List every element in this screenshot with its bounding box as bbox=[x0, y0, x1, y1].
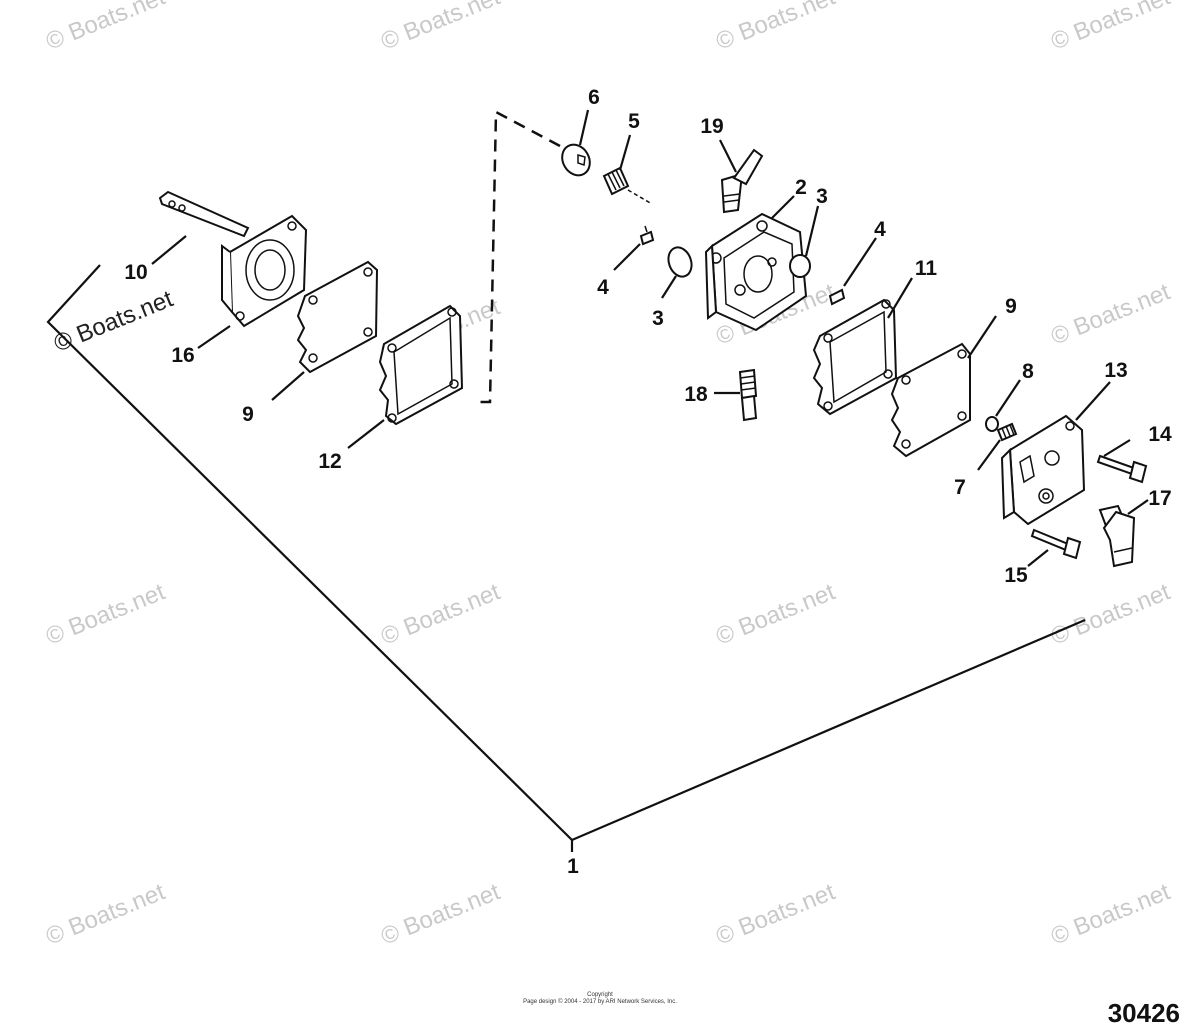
callout-5: 5 bbox=[628, 110, 640, 133]
copyright-line-2: Page design © 2004 - 2017 by ARI Network… bbox=[523, 998, 677, 1005]
part-check-valve-left bbox=[639, 225, 655, 246]
watermark: © Boats.net bbox=[712, 878, 839, 950]
part-straight-fitting bbox=[738, 368, 758, 422]
watermark: © Boats.net bbox=[1047, 278, 1174, 350]
figure-number: 30426 bbox=[1108, 998, 1180, 1028]
callout-16: 16 bbox=[171, 344, 194, 367]
watermark: © Boats.net bbox=[377, 578, 504, 650]
watermark: © Boats.net bbox=[1047, 878, 1174, 950]
callout-11: 11 bbox=[915, 257, 938, 280]
callout-7: 7 bbox=[954, 476, 966, 499]
watermark: © Boats.net bbox=[712, 578, 839, 650]
watermark: © Boats.net bbox=[1047, 0, 1174, 56]
watermark: © Boats.net bbox=[42, 878, 169, 950]
leader-lines bbox=[151, 109, 1149, 567]
watermark: © Boats.net bbox=[42, 0, 169, 56]
callout-1: 1 bbox=[567, 855, 579, 878]
part-pump-cover bbox=[1000, 414, 1086, 526]
watermark: © Boats.net bbox=[42, 578, 169, 650]
callout-12: 12 bbox=[318, 450, 341, 473]
callout-14: 14 bbox=[1148, 423, 1172, 446]
callout-10: 10 bbox=[124, 261, 147, 284]
part-spring bbox=[602, 166, 653, 205]
callout-4-left: 4 bbox=[597, 276, 609, 299]
watermark: © Boats.net bbox=[712, 0, 839, 56]
watermark-dark: © Boats.net bbox=[50, 285, 177, 357]
callout-labels: 1 2 3 3 4 4 5 6 7 8 9 9 10 11 12 13 14 1… bbox=[124, 86, 1172, 878]
assembly-bracket bbox=[46, 264, 1086, 852]
callout-9-left: 9 bbox=[242, 403, 254, 426]
callout-4-right: 4 bbox=[874, 218, 886, 241]
part-link-arm bbox=[158, 190, 250, 238]
callout-3-left: 3 bbox=[652, 307, 664, 330]
part-diaphragm-left bbox=[296, 260, 379, 374]
callout-19: 19 bbox=[700, 115, 723, 138]
part-screw-14 bbox=[1096, 454, 1148, 484]
part-gasket-left bbox=[378, 304, 464, 426]
part-gasket-right bbox=[812, 298, 898, 416]
watermark: © Boats.net bbox=[377, 0, 504, 56]
part-small-spring bbox=[996, 422, 1018, 442]
callout-18: 18 bbox=[684, 383, 708, 406]
callout-9-right: 9 bbox=[1005, 295, 1017, 318]
callout-2: 2 bbox=[795, 176, 807, 199]
part-o-ring-right bbox=[789, 254, 811, 278]
watermark: © Boats.net bbox=[1047, 578, 1174, 650]
part-elbow-fitting-top bbox=[720, 148, 764, 214]
callout-6: 6 bbox=[588, 86, 600, 109]
callout-8: 8 bbox=[1022, 360, 1034, 383]
part-o-ring-left bbox=[667, 246, 693, 278]
part-elbow-fitting-right bbox=[1098, 504, 1136, 568]
part-pump-body bbox=[704, 212, 808, 332]
dashed-linkage bbox=[480, 109, 561, 404]
callout-13: 13 bbox=[1104, 359, 1127, 382]
part-diaphragm-right bbox=[890, 342, 971, 458]
copyright-line-1: Copyright bbox=[587, 992, 613, 998]
part-pump-base bbox=[221, 214, 308, 328]
part-screw-15 bbox=[1030, 528, 1082, 560]
callout-17: 17 bbox=[1148, 487, 1171, 510]
callout-15: 15 bbox=[1004, 564, 1028, 587]
part-nut bbox=[985, 416, 999, 432]
part-check-valve-right bbox=[828, 288, 846, 306]
callout-3-right: 3 bbox=[816, 185, 828, 208]
watermark: © Boats.net bbox=[377, 878, 504, 950]
part-valve-disc bbox=[561, 143, 591, 177]
